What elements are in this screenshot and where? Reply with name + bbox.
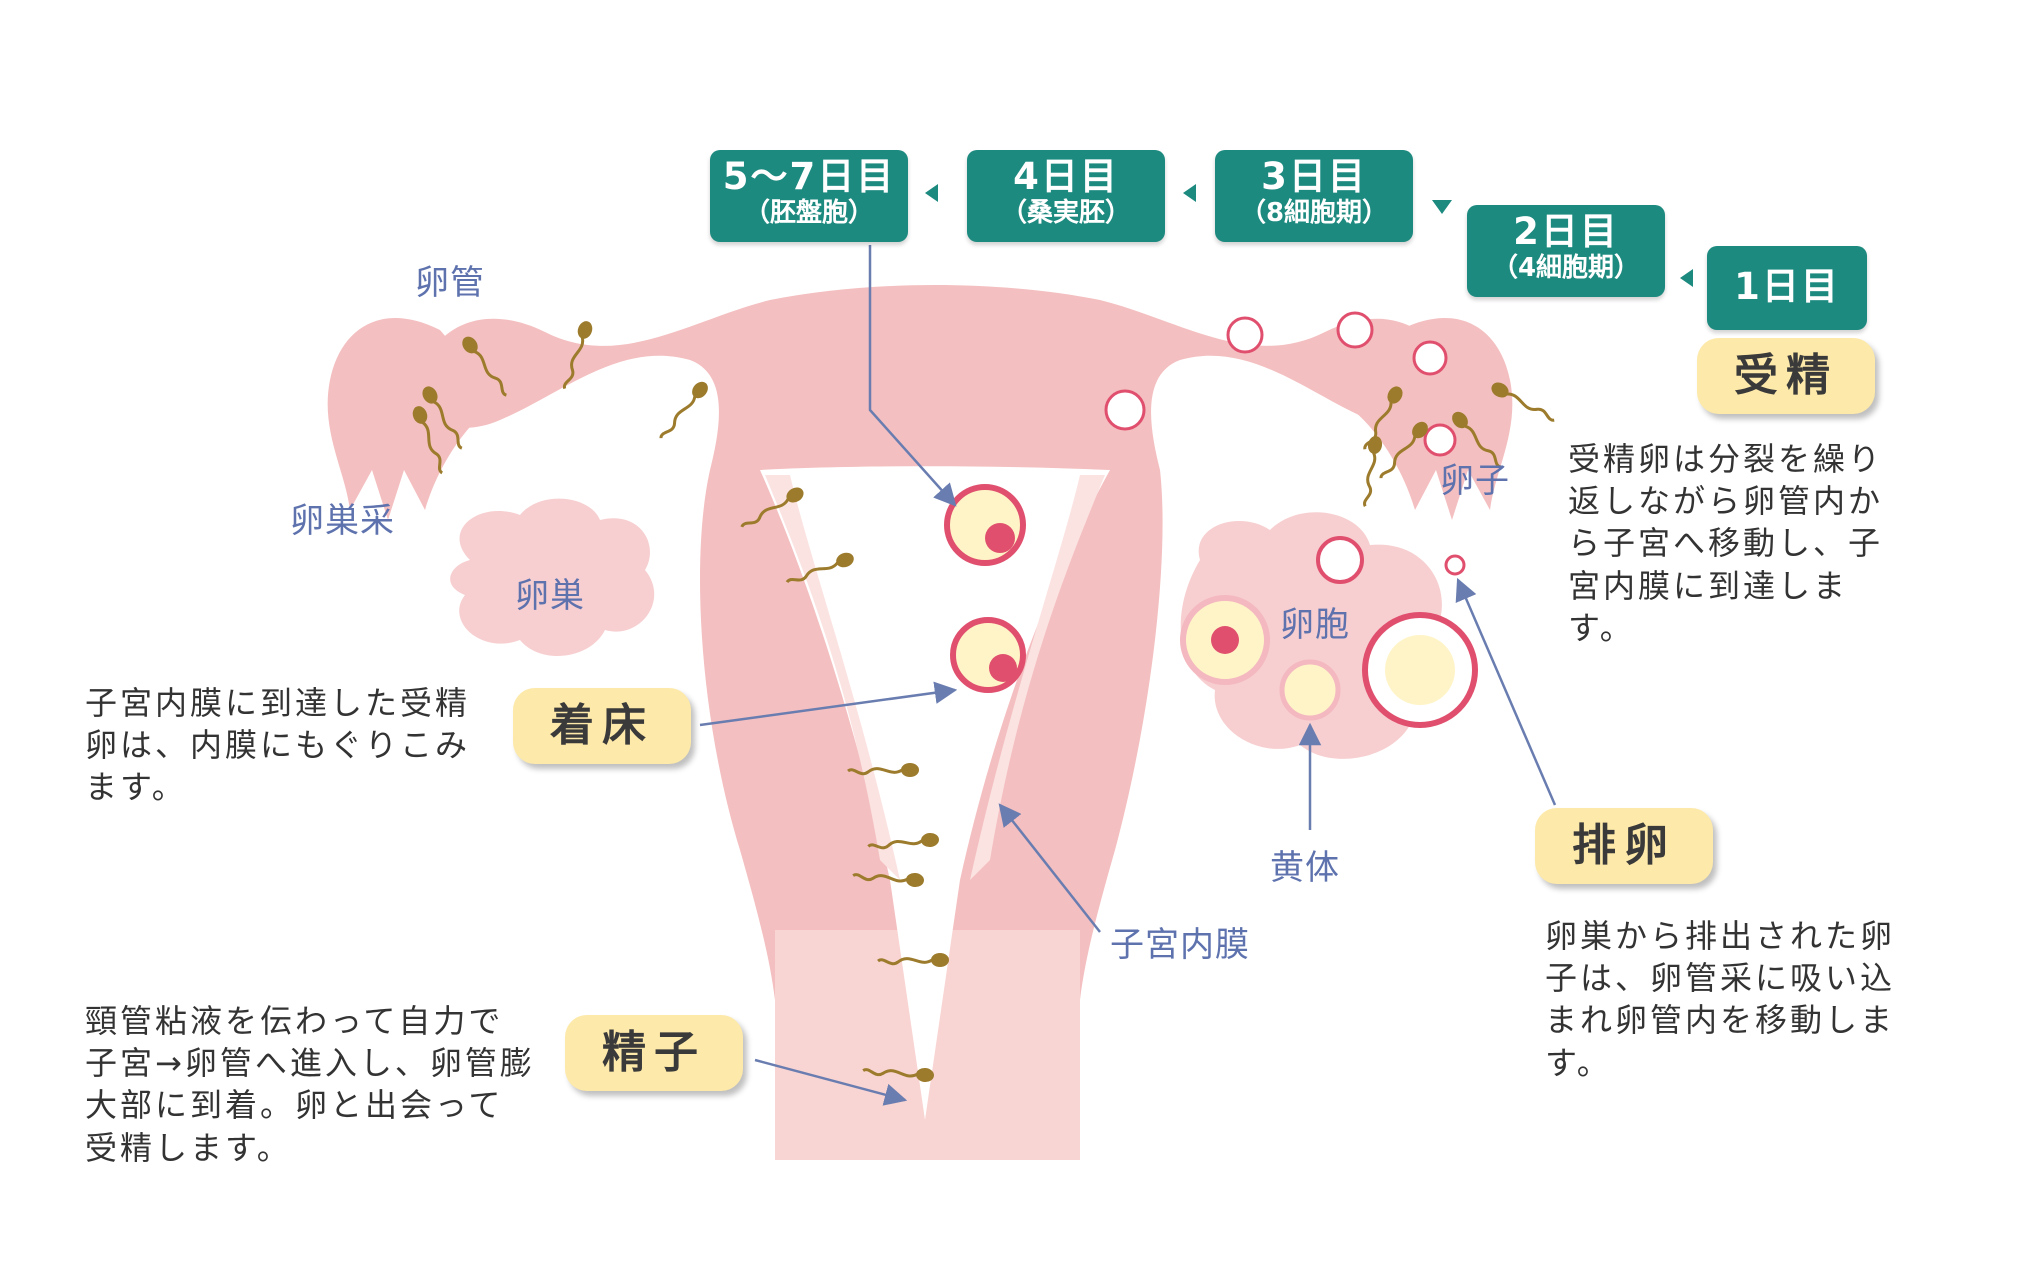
uterine-cavity (760, 466, 1110, 1120)
day3-box: 3日目 （8細胞期） (1215, 150, 1413, 242)
day5to7-box: 5〜7日目 （胚盤胞） (710, 150, 908, 242)
sperm-icon (877, 953, 949, 967)
day1-box: 1日目 (1707, 246, 1867, 330)
day4-box: 4日目 （桑実胚） (967, 150, 1165, 242)
ovulation-description: 卵巣から排出された卵子は、卵管采に吸い込まれ卵管内を移動します。 (1545, 917, 1896, 1082)
label-ovary: 卵巣 (515, 576, 585, 616)
fertilization-description: 受精卵は分裂を繰り返しながら卵管内から子宮へ移動し、子宮内膜に到達します。 (1568, 440, 1884, 647)
day4-label: 4日目 (1013, 155, 1119, 198)
sperm-icon (1363, 436, 1383, 507)
arrow-ovulation (1455, 577, 1557, 806)
sperm-description: 頸管粘液を伝わって自力で子宮→卵管へ進入し、卵管膨大部に到着。卵と出会って受精し… (85, 1002, 535, 1167)
sperm-icon (740, 487, 804, 528)
sperm-icon (422, 386, 463, 450)
implantation-pill: 着床 (513, 688, 691, 764)
sperm-group (412, 321, 1555, 1083)
implantation-description: 子宮内膜に到達した受精卵は、内膜にもぐりこみます。 (85, 684, 471, 807)
sperm-icon (659, 381, 708, 439)
sperm-icon (1491, 382, 1555, 422)
sperm-icon (1363, 386, 1403, 450)
blastocysts (944, 484, 1026, 693)
dividing-embryos (1104, 311, 1457, 457)
pointer-arrows (699, 245, 1557, 1106)
label-fallopian-tube: 卵管 (415, 263, 485, 303)
label-endometrium: 子宮内膜 (1110, 925, 1250, 965)
left-tube-fimbria (327, 318, 500, 520)
sperm-icon (412, 406, 444, 475)
label-follicle: 卵胞 (1280, 605, 1350, 645)
sperm-icon (867, 832, 939, 850)
arrow-endometrium (998, 803, 1101, 933)
timeline-arrow-4-to-5 (925, 184, 938, 202)
right-tube-fimbria (1340, 318, 1513, 520)
sperm-icon (562, 321, 593, 390)
timeline-arrow-1-to-2 (1680, 269, 1693, 287)
label-fimbria: 卵巣采 (290, 501, 395, 541)
timeline-arrow-2-to-3 (1432, 200, 1452, 214)
arrow-sperm (754, 1058, 908, 1106)
sperm-icon (462, 336, 508, 397)
day2-box: 2日目 （4細胞期） (1467, 205, 1665, 297)
sperm-icon (1452, 411, 1502, 469)
sperm-icon (847, 763, 919, 777)
day5to7-label: 5〜7日目 (722, 155, 896, 198)
day5to7-sublabel: （胚盤胞） (743, 197, 874, 228)
day4-sublabel: （桑実胚） (1000, 197, 1131, 228)
sperm-icon (1379, 421, 1428, 479)
right-ovary (1180, 512, 1478, 759)
timeline-arrow-3-to-4 (1183, 184, 1196, 202)
sperm-icon (862, 1067, 934, 1083)
label-egg: 卵子 (1440, 461, 1510, 501)
left-ovary (450, 498, 655, 657)
sperm-icon (852, 872, 924, 888)
sperm-icon (785, 552, 854, 584)
day3-sublabel: （8細胞期） (1239, 197, 1389, 228)
day1-label: 1日目 (1734, 265, 1840, 308)
sperm-pill: 精子 (565, 1015, 743, 1091)
fertilization-pill: 受精 (1697, 338, 1875, 414)
day3-label: 3日目 (1261, 155, 1367, 198)
day2-label: 2日目 (1513, 210, 1619, 253)
endometrium-lining (765, 475, 1105, 880)
day2-sublabel: （4細胞期） (1491, 252, 1641, 283)
arrow-implantation (699, 681, 958, 727)
ovulation-pill: 排卵 (1535, 808, 1713, 884)
arrow-day5-to-blastocyst (868, 245, 957, 507)
label-corpus-luteum: 黄体 (1270, 848, 1340, 888)
